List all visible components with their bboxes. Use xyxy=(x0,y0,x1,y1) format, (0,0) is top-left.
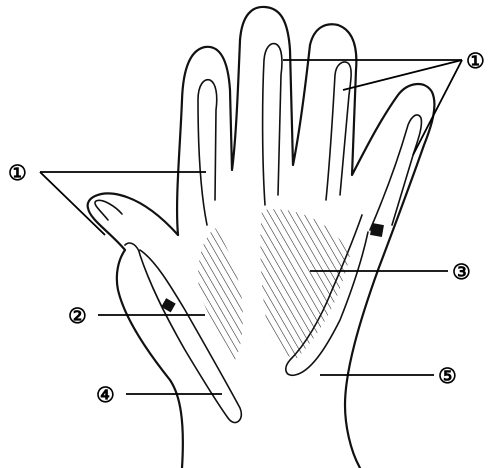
label-five: ⑤ xyxy=(438,363,457,388)
finger-loop-index xyxy=(198,80,217,225)
thumb-loop xyxy=(95,200,122,220)
label-three: ③ xyxy=(452,259,471,284)
finger-loop-ring xyxy=(326,62,351,200)
marker-right xyxy=(370,223,384,237)
label-one-left: ① xyxy=(8,160,27,185)
label-two: ② xyxy=(68,303,87,328)
hatched-region-center xyxy=(260,209,350,360)
finger-loop-middle xyxy=(263,44,282,205)
hatched-region-left xyxy=(198,228,243,360)
label-four: ④ xyxy=(96,382,115,407)
label-one-top-right: ① xyxy=(466,48,485,73)
